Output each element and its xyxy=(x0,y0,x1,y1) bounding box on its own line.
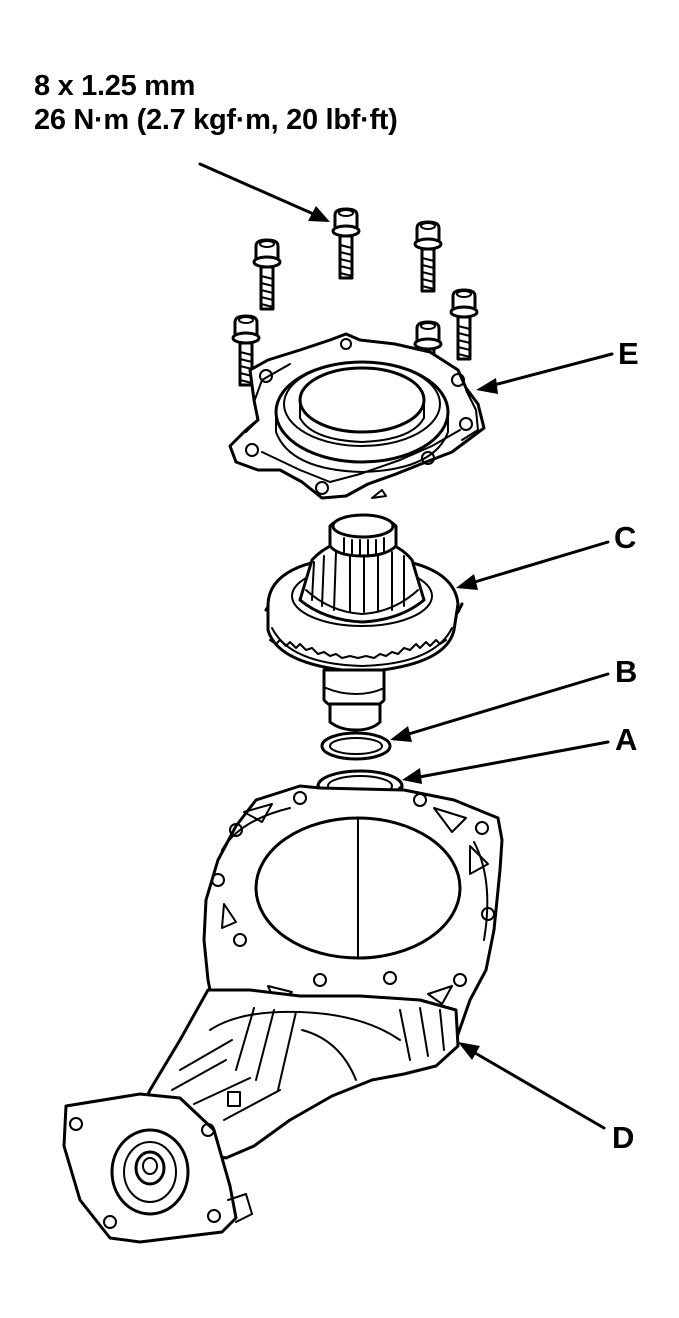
flange-bolt xyxy=(449,288,479,361)
callout-e-arrow xyxy=(476,352,614,394)
part-e-carrier-cover xyxy=(228,332,486,500)
callout-e: E xyxy=(618,336,639,371)
torque-spec: 8 x 1.25 mm 26 N·m (2.7 kgf·m, 20 lbf·ft… xyxy=(34,70,398,137)
part-c-gear xyxy=(264,513,464,732)
torque-value-label: 26 N·m (2.7 kgf·m, 20 lbf·ft) xyxy=(34,103,398,136)
callout-b-arrow xyxy=(390,672,610,742)
flange-bolt xyxy=(252,238,282,311)
part-d-case xyxy=(62,784,504,1244)
flange-bolt xyxy=(413,220,443,293)
callout-c-arrow xyxy=(456,540,610,590)
bolt-size-label: 8 x 1.25 mm xyxy=(34,70,196,102)
callout-d-arrow xyxy=(458,1042,606,1130)
callout-d: D xyxy=(612,1120,635,1155)
callout-c: C xyxy=(614,520,637,555)
flange-bolt xyxy=(331,207,361,280)
torque-leader-arrow xyxy=(198,162,330,222)
part-b-o-ring xyxy=(320,731,392,761)
callout-a: A xyxy=(615,722,638,757)
callout-a-arrow xyxy=(402,740,610,784)
callout-b: B xyxy=(615,654,638,689)
